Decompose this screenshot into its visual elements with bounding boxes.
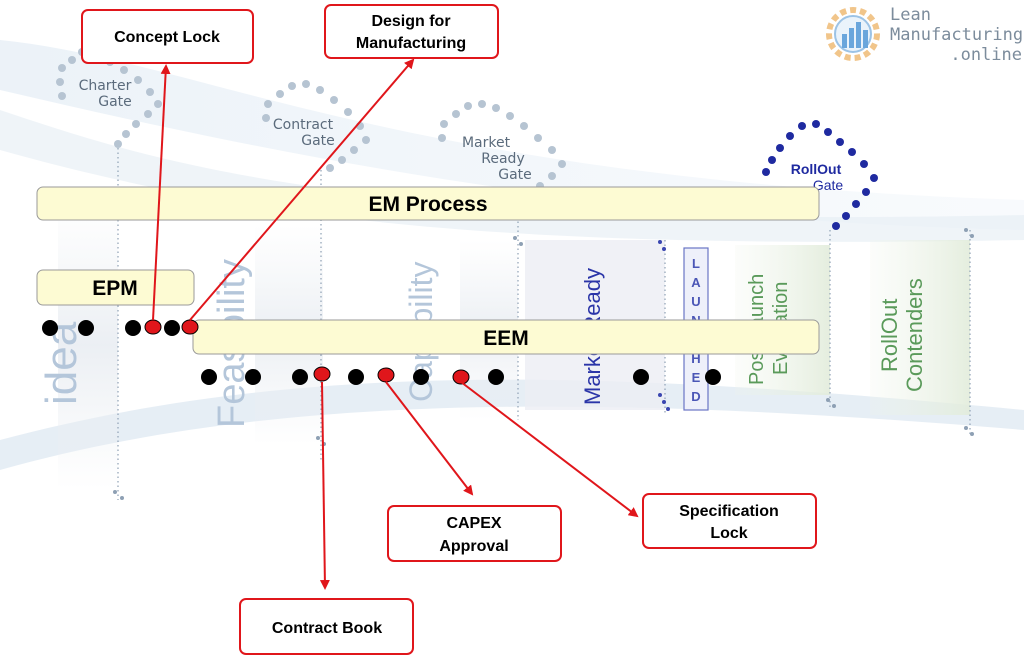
epm-bar: EPM <box>36 269 195 306</box>
market-gate-line3: Gate <box>498 167 532 183</box>
arrow-concept-lock <box>152 64 171 321</box>
callout-capex: CAPEX Approval <box>387 505 562 562</box>
epm-label: EPM <box>92 277 138 300</box>
milestone-contract-book <box>313 366 331 382</box>
contract-gate-line2: Gate <box>301 133 335 149</box>
arrow-dfm <box>189 58 415 321</box>
milestone-dot <box>705 369 721 385</box>
callout-contract-book: Contract Book <box>239 598 414 655</box>
logo-line3: .online <box>950 45 1022 65</box>
milestone-spec-lock <box>452 369 470 385</box>
milestone-dot <box>201 369 217 385</box>
callout-dfm-line2: Manufacturing <box>356 35 466 52</box>
contract-gate-label: Contract Gate <box>273 117 335 149</box>
market-gate-label: Market Ready Gate <box>462 135 532 183</box>
phase-idea: idea <box>37 321 86 405</box>
em-process-label: EM Process <box>368 193 487 216</box>
milestone-dot <box>348 369 364 385</box>
milestone-dot <box>42 320 58 336</box>
callout-arrows <box>152 58 639 590</box>
em-process-bar: EM Process <box>36 186 820 221</box>
lean-manufacturing-logo: Lean Manufacturing .online <box>826 5 1023 65</box>
charter-gate-line2: Gate <box>98 94 132 110</box>
logo-line2: Manufacturing <box>890 25 1023 45</box>
arrow-capex <box>385 381 474 496</box>
milestones-row-2 <box>201 366 721 385</box>
rollout-gate-label: RollOut Gate <box>791 161 844 193</box>
callout-spec-lock-line2: Lock <box>710 525 747 542</box>
launched-letter: U <box>691 294 700 309</box>
callout-spec-lock: Specification Lock <box>642 493 817 549</box>
callout-spec-lock-line1: Specification <box>679 503 779 520</box>
arrow-spec-lock <box>460 381 639 518</box>
milestone-dot <box>292 369 308 385</box>
phase-rollout-line2: Contenders <box>902 278 927 392</box>
market-gate-line1: Market <box>462 135 511 151</box>
callout-contract-book-text: Contract Book <box>272 620 382 637</box>
callout-concept-lock-text: Concept Lock <box>114 29 220 46</box>
launched-letter: L <box>692 256 700 271</box>
contract-gate-dots <box>262 80 370 172</box>
logo-line1: Lean <box>890 5 931 25</box>
milestone-dot <box>164 320 180 336</box>
rollout-gate-line1: RollOut <box>791 161 842 177</box>
milestone-dot <box>245 369 261 385</box>
launched-letter: H <box>691 351 700 366</box>
milestone-dot <box>488 369 504 385</box>
callout-dfm: Design for Manufacturing <box>324 4 499 59</box>
market-gate-line2: Ready <box>481 151 524 167</box>
milestone-dot <box>633 369 649 385</box>
rollout-gate-dots <box>762 120 878 230</box>
charter-gate-line1: Charter <box>79 78 132 94</box>
milestone-dot <box>125 320 141 336</box>
contract-gate-line1: Contract <box>273 117 334 133</box>
arrow-contract-book <box>319 381 330 590</box>
callout-concept-lock: Concept Lock <box>81 9 254 64</box>
callout-capex-line1: CAPEX <box>446 515 501 532</box>
milestone-dot <box>78 320 94 336</box>
callout-capex-line2: Approval <box>439 538 508 555</box>
callout-dfm-line1: Design for <box>371 13 450 30</box>
eem-label: EEM <box>483 327 529 350</box>
gear-chart-icon <box>826 7 880 61</box>
milestone-concept-lock <box>144 319 162 335</box>
phase-rollout-line1: RollOut <box>877 299 902 372</box>
milestone-dot <box>413 369 429 385</box>
milestone-capex <box>377 367 395 383</box>
rollout-gate-line2: Gate <box>813 177 844 193</box>
launched-letter: A <box>691 275 701 290</box>
charter-gate-label: Charter Gate <box>79 78 132 110</box>
milestones-row-1 <box>42 319 199 336</box>
launched-letter: E <box>692 370 701 385</box>
eem-bar: EEM <box>192 319 820 355</box>
milestone-dfm <box>181 319 199 335</box>
launched-letter: D <box>691 389 700 404</box>
gate-end-dots <box>113 228 974 500</box>
